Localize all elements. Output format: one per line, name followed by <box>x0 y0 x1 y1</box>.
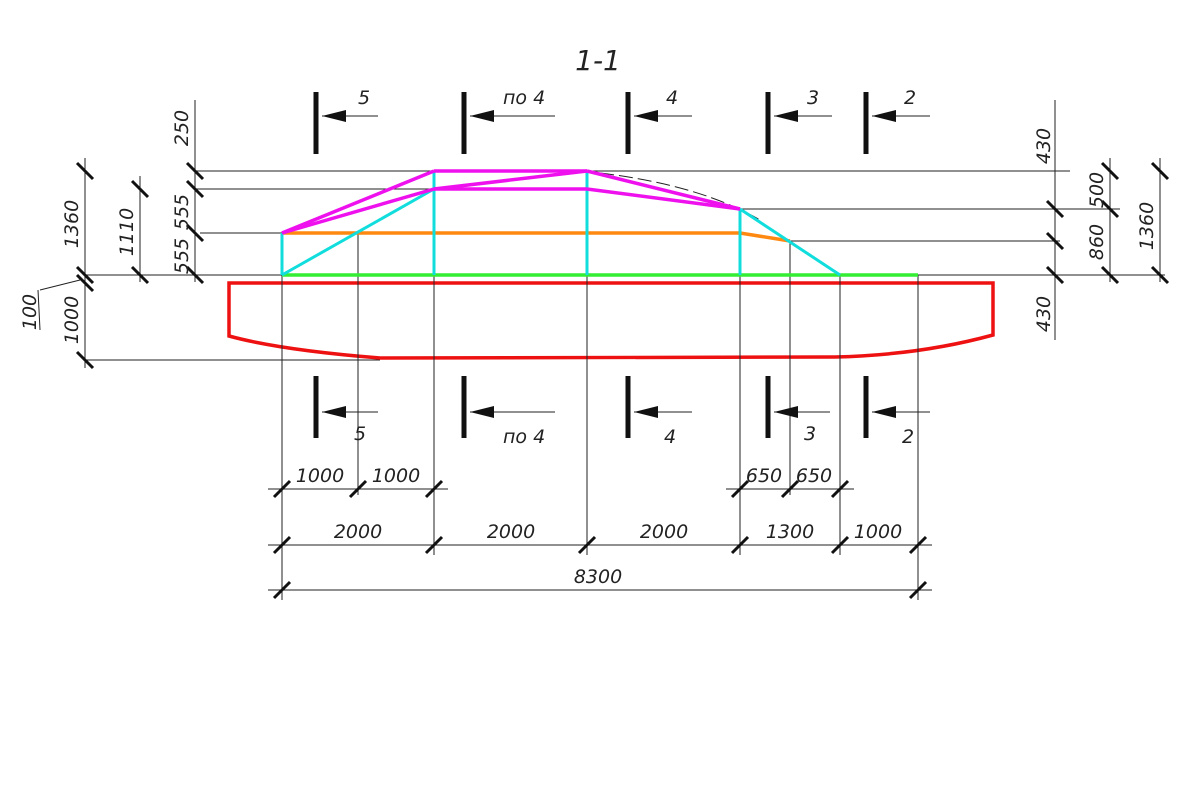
svg-text:по 4: по 4 <box>503 426 545 448</box>
svg-text:2: 2 <box>904 87 916 109</box>
dim-left-leader: 100 <box>19 294 41 330</box>
diagonal-members <box>280 171 841 277</box>
svg-text:2: 2 <box>902 426 914 448</box>
dim-left-middle-1: 1110 <box>116 208 138 256</box>
right-dim-ticks <box>1045 161 1170 285</box>
dim-right-inner-1: 430 <box>1033 128 1055 164</box>
section-mark-bottom-4: 3 <box>765 376 830 445</box>
section-mark-top-5: 2 <box>863 87 930 154</box>
svg-text:5: 5 <box>354 423 366 445</box>
dim-left-inner-2: 555 <box>171 194 193 230</box>
dim-bottom-r1-3: 650 <box>746 465 782 487</box>
svg-text:5: 5 <box>358 87 370 109</box>
dim-right-inner-2: 430 <box>1033 296 1055 332</box>
left-dim-labels: 1360 1000 1110 250 555 555 100 <box>19 110 193 344</box>
section-marks-bottom: 5 по 4 4 3 2 <box>313 376 930 448</box>
section-mark-top-1: 5 <box>313 87 378 154</box>
bottom-dimensions: 1000 1000 650 650 2000 2000 2000 1300 10… <box>268 465 932 600</box>
dim-left-outer-1: 1360 <box>61 200 83 248</box>
extension-lines <box>37 100 1165 368</box>
dim-bottom-r1-4: 650 <box>796 465 832 487</box>
dim-left-outer-2: 1000 <box>61 296 83 344</box>
right-dim-labels: 430 430 500 860 1360 <box>1033 128 1158 332</box>
svg-text:3: 3 <box>807 87 819 109</box>
svg-text:3: 3 <box>804 423 816 445</box>
dim-bottom-r2-4: 1300 <box>766 521 814 543</box>
section-marks-top: 5 по 4 4 3 2 <box>313 87 930 154</box>
dim-right-middle-2: 860 <box>1086 224 1108 260</box>
section-mark-bottom-2: по 4 <box>461 376 555 448</box>
dim-bottom-r2-5: 1000 <box>854 521 902 543</box>
dim-bottom-r1-1: 1000 <box>296 465 344 487</box>
section-mark-bottom-3: 4 <box>625 376 692 448</box>
svg-text:4: 4 <box>666 87 678 109</box>
hull-outline <box>227 281 995 360</box>
dim-left-inner-3: 555 <box>171 238 193 274</box>
section-mark-bottom-5: 2 <box>863 376 930 448</box>
dim-bottom-r2-1: 2000 <box>334 521 382 543</box>
section-mark-top-4: 3 <box>765 87 832 154</box>
dim-bottom-r1-2: 1000 <box>372 465 420 487</box>
dim-right-middle-1: 500 <box>1086 172 1108 208</box>
svg-text:4: 4 <box>664 426 676 448</box>
dim-bottom-r2-2: 2000 <box>487 521 535 543</box>
dim-left-inner-1: 250 <box>171 110 193 146</box>
left-dim-ticks <box>75 161 205 370</box>
dim-right-outer-1: 1360 <box>1136 202 1158 250</box>
section-mark-top-2: по 4 <box>461 87 555 154</box>
svg-text:по 4: по 4 <box>503 87 545 109</box>
cabin-roof-arc <box>599 172 761 221</box>
section-mark-bottom-1: 5 <box>313 376 378 445</box>
top-truss <box>281 169 741 235</box>
dim-bottom-r2-3: 2000 <box>640 521 688 543</box>
section-title: 1-1 <box>575 44 621 77</box>
section-mark-top-3: 4 <box>625 87 692 154</box>
dim-bottom-total: 8300 <box>574 566 622 588</box>
